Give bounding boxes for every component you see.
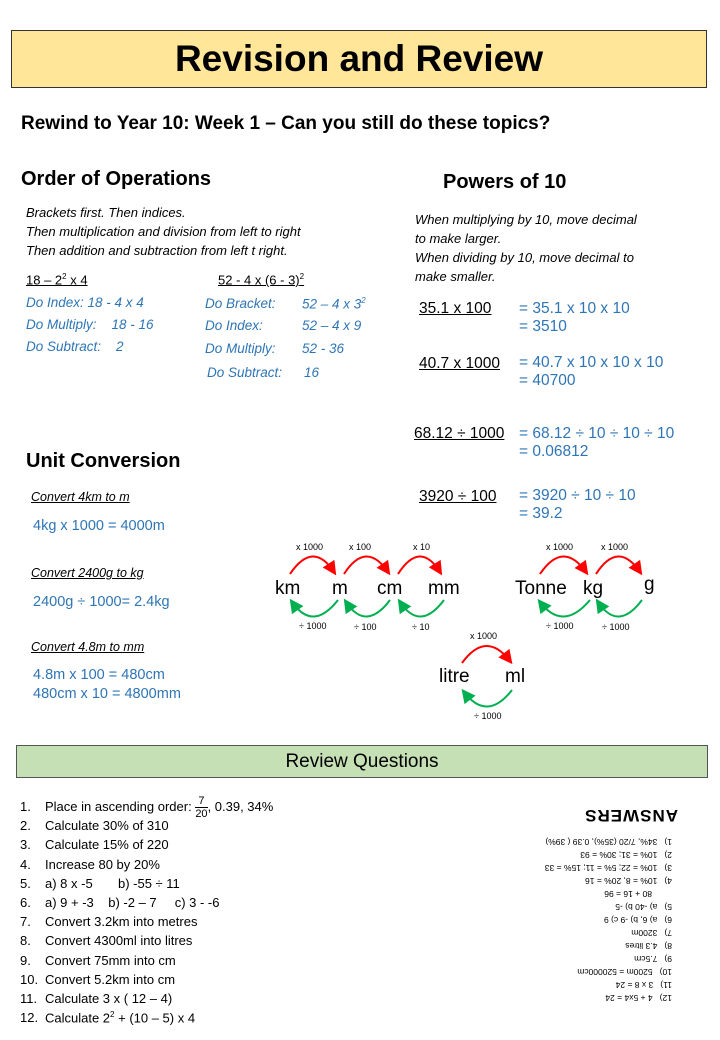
divide-arrow bbox=[537, 598, 591, 618]
answer-line: 11) 3 x 8 = 24 bbox=[615, 980, 672, 990]
answer-line: 10) 5200m = 520000cm bbox=[577, 967, 672, 977]
unit-mm: mm bbox=[428, 578, 460, 599]
divide-label: ÷ 1000 bbox=[546, 621, 574, 631]
example-1-question: 18 – 22 x 4 bbox=[26, 272, 88, 288]
answer-line: 80 + 16 = 96 bbox=[604, 889, 652, 899]
subtitle: Rewind to Year 10: Week 1 – Can you stil… bbox=[21, 113, 551, 134]
answer-line: 12) 4 + 5x4 = 24 bbox=[605, 993, 672, 1003]
example-2-value: 52 - 36 bbox=[302, 341, 345, 356]
answer-line: 5) a) -40 b) -5 bbox=[615, 902, 672, 912]
unit-answer: 2400g ÷ 1000= 2.4kg bbox=[33, 594, 170, 610]
multiply-arrow bbox=[461, 645, 513, 665]
answers-upside-down: ANSWERS 1) 34%, 7/20 (35%), 0.39 ( 39%) … bbox=[420, 800, 680, 1015]
answer-line: 4) 10% = 8, 20% = 16 bbox=[585, 876, 672, 886]
unit-litre: litre bbox=[439, 666, 470, 687]
unit-question: Convert 4km to m bbox=[31, 490, 130, 504]
answers-heading: ANSWERS bbox=[584, 806, 678, 825]
multiply-arrow bbox=[539, 555, 589, 576]
divide-arrow bbox=[289, 598, 339, 618]
review-question: 6.a) 9 + -3 b) -2 – 7 c) 3 - -6 bbox=[20, 895, 220, 910]
unit-answer: 4kg x 1000 = 4000m bbox=[33, 518, 165, 534]
order-ops-heading: Order of Operations bbox=[21, 168, 212, 190]
example-2-value: 52 – 4 x 9 bbox=[302, 318, 362, 333]
review-question: 3.Calculate 15% of 220 bbox=[20, 837, 169, 852]
review-question: 10.Convert 5.2km into cm bbox=[20, 972, 176, 987]
answer-line: 7) 3200m bbox=[631, 928, 672, 938]
unit-tonne: Tonne bbox=[515, 578, 567, 599]
power-answer: = 40.7 x 10 x 10 x 10= 40700 bbox=[519, 354, 664, 389]
review-question: 9.Convert 75mm into cm bbox=[20, 953, 176, 968]
answer-line: 2) 10% = 31; 30% = 93 bbox=[580, 850, 672, 860]
example-2-value: 16 bbox=[304, 365, 320, 380]
order-ops-intro: Brackets first. Then indices. Then multi… bbox=[26, 205, 301, 258]
answer-line: 9) 7.5cm bbox=[634, 954, 672, 964]
example-1-step: Do Subtract: 2 bbox=[26, 339, 124, 354]
unit-question: Convert 2400g to kg bbox=[31, 566, 144, 580]
unit-m: m bbox=[332, 578, 348, 599]
unit-question: Convert 4.8m to mm bbox=[31, 640, 145, 654]
example-2-label: Do Bracket: bbox=[205, 296, 276, 311]
unit-ml: ml bbox=[505, 666, 526, 687]
review-question: 2.Calculate 30% of 310 bbox=[20, 818, 169, 833]
unit-cm: cm bbox=[377, 578, 403, 599]
power-question: 40.7 x 1000 bbox=[419, 355, 501, 372]
divide-label: ÷ 100 bbox=[354, 622, 377, 632]
review-question: 8.Convert 4300ml into litres bbox=[20, 933, 193, 948]
power-question: 35.1 x 100 bbox=[419, 300, 492, 317]
multiply-label: x 1000 bbox=[546, 542, 574, 552]
review-question: 7.Convert 3.2km into metres bbox=[20, 914, 198, 929]
multiply-label: x 100 bbox=[349, 542, 372, 552]
unit-kg: kg bbox=[583, 578, 604, 599]
divide-arrow bbox=[397, 598, 445, 618]
divide-label: ÷ 1000 bbox=[299, 621, 327, 631]
divide-label: ÷ 1000 bbox=[602, 622, 630, 632]
divide-label: ÷ 1000 bbox=[474, 711, 502, 721]
powers-intro: When multiplying by 10, move decimal to … bbox=[415, 212, 637, 284]
review-heading: Review Questions bbox=[16, 745, 708, 778]
page-title: Revision and Review bbox=[11, 30, 707, 88]
example-2-label: Do Index: bbox=[205, 318, 263, 333]
power-answer: = 3920 ÷ 10 ÷ 10= 39.2 bbox=[519, 487, 636, 522]
answer-line: 6) a) 6, b) -9 c) 9 bbox=[603, 915, 672, 925]
multiply-label: x 1000 bbox=[601, 542, 629, 552]
review-question: 11.Calculate 3 x ( 12 – 4) bbox=[20, 991, 173, 1006]
multiply-label: x 10 bbox=[413, 542, 431, 552]
multiply-label: x 1000 bbox=[470, 631, 498, 641]
multiply-arrow bbox=[595, 555, 643, 576]
divide-arrow bbox=[595, 598, 643, 618]
answer-line: 1) 34%, 7/20 (35%), 0.39 ( 39%) bbox=[545, 837, 672, 847]
example-2-value: 52 – 4 x 32 bbox=[302, 296, 366, 312]
divide-arrow bbox=[343, 598, 391, 618]
example-2-label: Do Multiply: bbox=[205, 341, 276, 356]
power-answer: = 35.1 x 10 x 10= 3510 bbox=[519, 300, 630, 335]
multiply-arrow bbox=[397, 555, 443, 576]
example-1-step: Do Index: 18 - 4 x 4 bbox=[26, 295, 144, 310]
unit-km: km bbox=[275, 578, 301, 599]
divide-arrow bbox=[461, 688, 513, 708]
multiply-arrow bbox=[289, 555, 337, 576]
unit-heading: Unit Conversion bbox=[26, 450, 181, 472]
example-2-label: Do Subtract: bbox=[207, 365, 283, 380]
multiply-label: x 1000 bbox=[296, 542, 324, 552]
power-answer: = 68.12 ÷ 10 ÷ 10 ÷ 10= 0.06812 bbox=[519, 425, 675, 460]
answer-line: 3) 10% = 22; 5% = 11; 15% = 33 bbox=[544, 863, 672, 873]
powers-heading: Powers of 10 bbox=[443, 171, 567, 193]
divide-label: ÷ 10 bbox=[412, 622, 430, 632]
unit-g: g bbox=[644, 574, 655, 595]
review-question: 4.Increase 80 by 20% bbox=[20, 857, 160, 872]
example-2-question: 52 - 4 x (6 - 3)2 bbox=[218, 272, 305, 288]
example-1-step: Do Multiply: 18 - 16 bbox=[26, 317, 154, 332]
review-question: 5.a) 8 x -5 b) -55 ÷ 11 bbox=[20, 876, 180, 891]
review-question: 12.Calculate 22 + (10 – 5) x 4 bbox=[20, 1010, 196, 1026]
multiply-arrow bbox=[343, 555, 391, 576]
answer-line: 8) 4.3 litres bbox=[625, 941, 672, 951]
power-question: 68.12 ÷ 1000 bbox=[414, 425, 505, 442]
power-question: 3920 ÷ 100 bbox=[419, 488, 497, 505]
